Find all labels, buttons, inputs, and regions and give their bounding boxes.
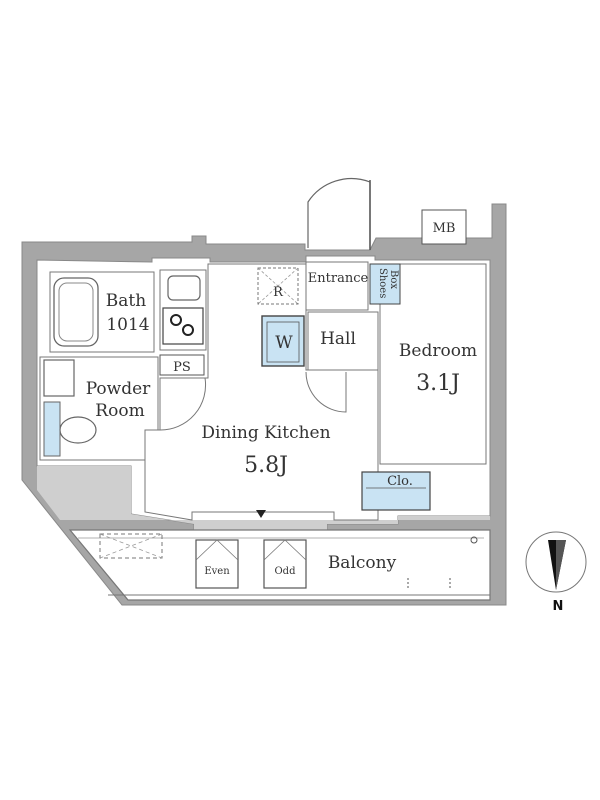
toilet-bowl (59, 416, 97, 444)
entrance-label: Entrance (308, 271, 369, 286)
bathtub (53, 277, 99, 347)
washbasin (43, 359, 75, 397)
hatch-odd-roof (263, 539, 307, 561)
closet-label: Clo. (387, 474, 413, 489)
fridge-cross (257, 267, 299, 305)
toilet-tank (43, 401, 61, 457)
outer-lower-fill (37, 466, 490, 530)
compass-north-label: N (553, 599, 564, 614)
hatch-odd-label: Odd (274, 566, 296, 577)
mb-label: MB (433, 221, 456, 236)
shoes-box-label: Box (388, 270, 399, 289)
entrance-door (307, 177, 371, 248)
bathtub-inner (58, 282, 94, 342)
hall-door (305, 371, 347, 413)
outdoor-unit-spot (99, 533, 163, 559)
entry-arrow-icon (256, 510, 266, 518)
stove (162, 307, 204, 345)
bedroom-size: 3.1J (416, 371, 460, 396)
closet (361, 471, 431, 511)
hatch-even-label: Even (204, 566, 230, 577)
shoes-box-label: Shoes (377, 268, 388, 298)
dining-kitchen-label: Dining Kitchen (201, 423, 330, 443)
bath-label: Bath (106, 291, 146, 311)
hatch-odd (263, 539, 307, 589)
hall-label: Hall (320, 329, 356, 349)
balcony-drain (470, 536, 478, 544)
washer-spot (261, 315, 305, 367)
washer-inner (266, 321, 300, 363)
ps-label: PS (173, 360, 191, 375)
bedroom-label: Bedroom (399, 341, 477, 361)
burner-icon (170, 314, 182, 326)
hall-area (307, 311, 379, 371)
shoes-box (369, 263, 401, 305)
burner-icon (182, 324, 194, 336)
hatch-even-roof (195, 539, 239, 561)
fridge-label: R (273, 285, 284, 300)
hatch-even (195, 539, 239, 589)
mb-box (421, 209, 467, 245)
compass-needle-light (556, 540, 566, 590)
ps-box (159, 354, 205, 376)
entrance-area (305, 261, 369, 311)
bath-size: 1014 (106, 315, 149, 335)
powder-door (159, 377, 207, 431)
dining-kitchen-size: 5.8J (244, 453, 288, 478)
powder-room-label: Room (95, 401, 144, 421)
balcony-label: Balcony (328, 553, 397, 573)
washer-label: W (275, 333, 293, 353)
kitchen-sink (167, 275, 201, 301)
powder-room-label: Powder (86, 379, 151, 399)
